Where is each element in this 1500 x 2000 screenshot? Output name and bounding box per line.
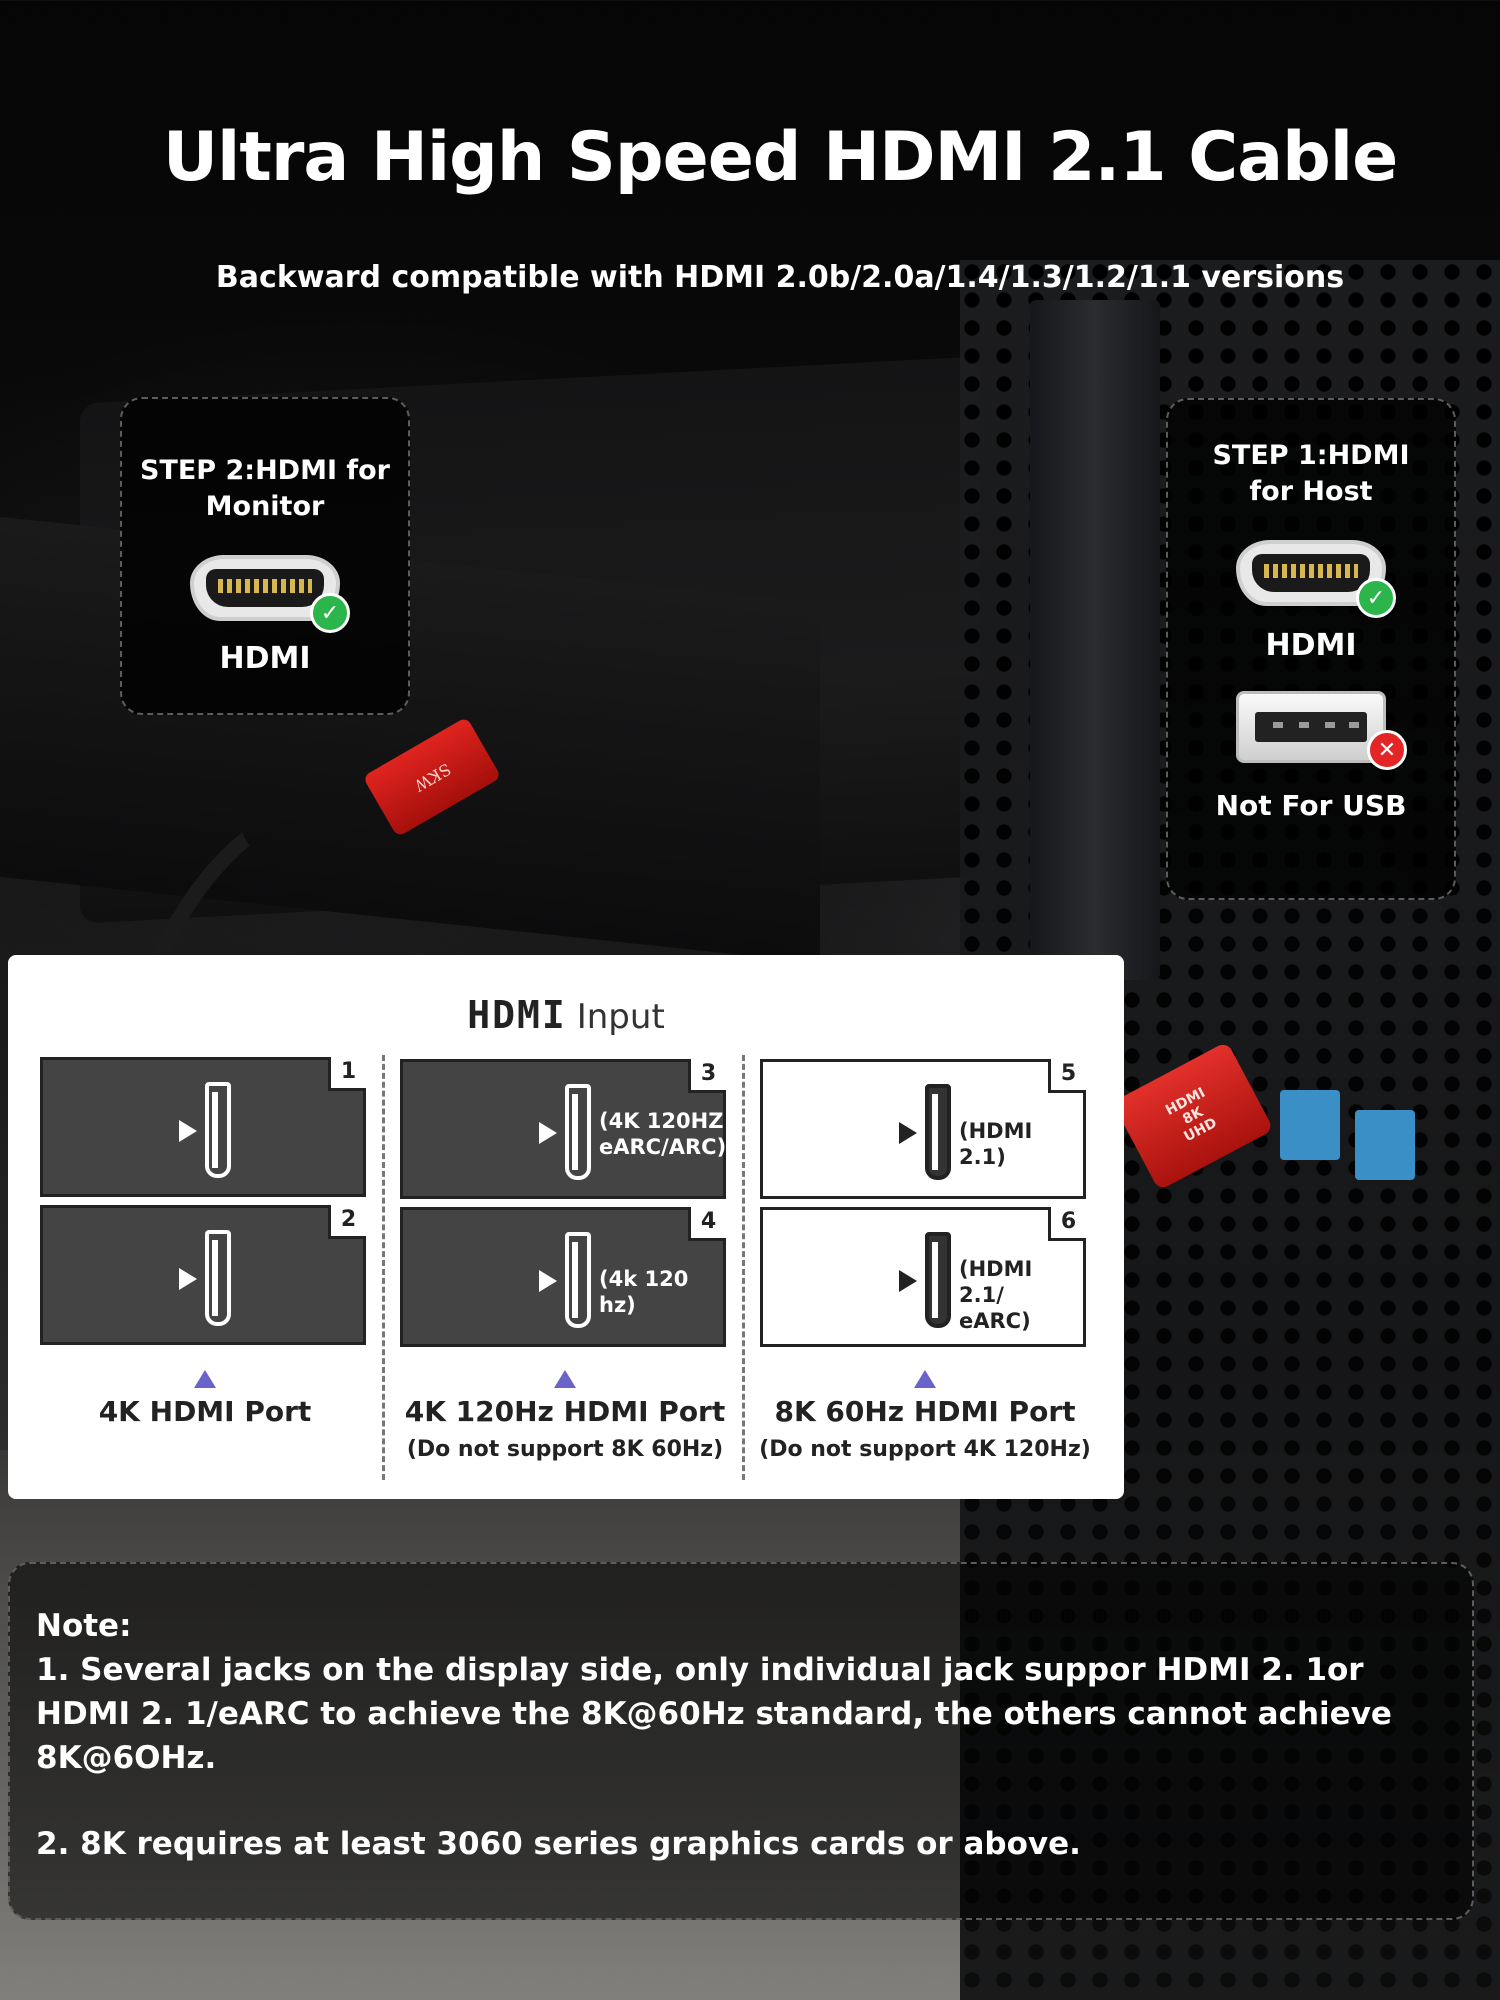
column-sublabel: (Do not support 4K 120Hz) — [759, 1437, 1091, 1462]
step-title-line: Monitor — [205, 491, 325, 522]
note-item: 2. 8K requires at least 3060 series grap… — [36, 1826, 1081, 1862]
marker-triangle-icon — [194, 1370, 216, 1388]
column-sublabel: (Do not support 8K 60Hz) — [406, 1437, 724, 1462]
hdmi-port-6: 6 (HDMI 2.1/ eARC) — [760, 1207, 1086, 1347]
step-host-card: STEP 1:HDMI for Host ✓ HDMI ✕ Not For US… — [1166, 398, 1456, 900]
note-box: Note: 1. Several jacks on the display si… — [8, 1562, 1474, 1920]
check-icon: ✓ — [1356, 578, 1396, 618]
hdmi-port-5: 5 (HDMI 2.1) — [760, 1059, 1086, 1199]
step-title-line: STEP 2:HDMI for — [139, 455, 390, 486]
port-description: (HDMI 2.1/ eARC) — [959, 1256, 1083, 1334]
step-monitor-title: STEP 2:HDMI for Monitor — [122, 453, 408, 525]
hdmi-slot-icon — [925, 1232, 951, 1328]
port-number: 3 — [688, 1059, 726, 1093]
hdmi-slot-icon — [205, 1230, 231, 1326]
marker-triangle-icon — [914, 1370, 936, 1388]
hdmi-slot-icon — [565, 1084, 591, 1180]
port-number: 5 — [1048, 1059, 1086, 1093]
column-divider — [742, 1055, 745, 1480]
hdmi-port-icon: ✓ — [1236, 540, 1396, 618]
check-icon: ✓ — [310, 593, 350, 633]
hdmi-slot-icon — [205, 1082, 231, 1178]
plug-brand: SKW — [410, 759, 454, 795]
port-description: (4K 120HZ eARC/ARC) — [599, 1108, 726, 1160]
port-description-line: (4K 120HZ — [599, 1109, 724, 1133]
port-description-line: (HDMI 2.1/ — [959, 1257, 1033, 1307]
step-monitor-card: STEP 2:HDMI for Monitor ✓ HDMI — [120, 397, 410, 715]
port-description-line: eARC/ARC) — [599, 1135, 727, 1159]
arrow-icon — [539, 1122, 557, 1144]
arrow-icon — [179, 1268, 197, 1290]
column-label: 4K HDMI Port — [98, 1395, 312, 1428]
note-heading: Note: — [36, 1608, 132, 1644]
port-number: 1 — [328, 1057, 366, 1091]
hdmi-port-icon: ✓ — [190, 555, 350, 633]
usb-port-blue — [1280, 1090, 1340, 1160]
column-label: 4K 120Hz HDMI Port — [404, 1395, 726, 1428]
hdmi-port-2: 2 — [40, 1205, 366, 1345]
arrow-icon — [179, 1120, 197, 1142]
usb-label: Not For USB — [1215, 789, 1407, 822]
port-number: 2 — [328, 1205, 366, 1239]
hdmi-slot-icon — [565, 1232, 591, 1328]
port-label: HDMI — [1265, 628, 1357, 663]
port-description: (HDMI 2.1) — [959, 1119, 1033, 1169]
hdmi-port-4: 4 (4k 120 hz) — [400, 1207, 726, 1347]
hdmi-slot-icon — [925, 1084, 951, 1180]
step-host-title: STEP 1:HDMI for Host — [1168, 438, 1454, 510]
io-panel — [1030, 300, 1160, 980]
arrow-icon — [899, 1122, 917, 1144]
page-subtitle: Backward compatible with HDMI 2.0b/2.0a/… — [215, 260, 1345, 295]
cross-icon: ✕ — [1367, 730, 1407, 770]
port-number: 6 — [1048, 1207, 1086, 1241]
step-title-line: for Host — [1249, 476, 1373, 507]
arrow-icon — [539, 1270, 557, 1292]
port-label: HDMI — [219, 641, 311, 676]
hdmi-port-3: 3 (4K 120HZ eARC/ARC) — [400, 1059, 726, 1199]
port-description-line: eARC) — [959, 1309, 1031, 1333]
usb-port-icon: ✕ — [1236, 691, 1407, 770]
column-label: 8K 60Hz HDMI Port — [774, 1395, 1076, 1428]
step-title-line: STEP 1:HDMI — [1212, 440, 1410, 471]
page-title: Ultra High Speed HDMI 2.1 Cable — [162, 118, 1398, 197]
port-number: 4 — [688, 1207, 726, 1241]
hdmi-logo: HDMI — [467, 993, 567, 1037]
column-divider — [382, 1055, 385, 1480]
port-description: (4k 120 hz) — [599, 1267, 689, 1317]
note-item: 1. Several jacks on the display side, on… — [36, 1652, 1392, 1776]
marker-triangle-icon — [554, 1370, 576, 1388]
panel-heading-text: Input — [576, 997, 665, 1037]
hdmi-port-1: 1 — [40, 1057, 366, 1197]
arrow-icon — [899, 1270, 917, 1292]
usb-port-blue — [1355, 1110, 1415, 1180]
